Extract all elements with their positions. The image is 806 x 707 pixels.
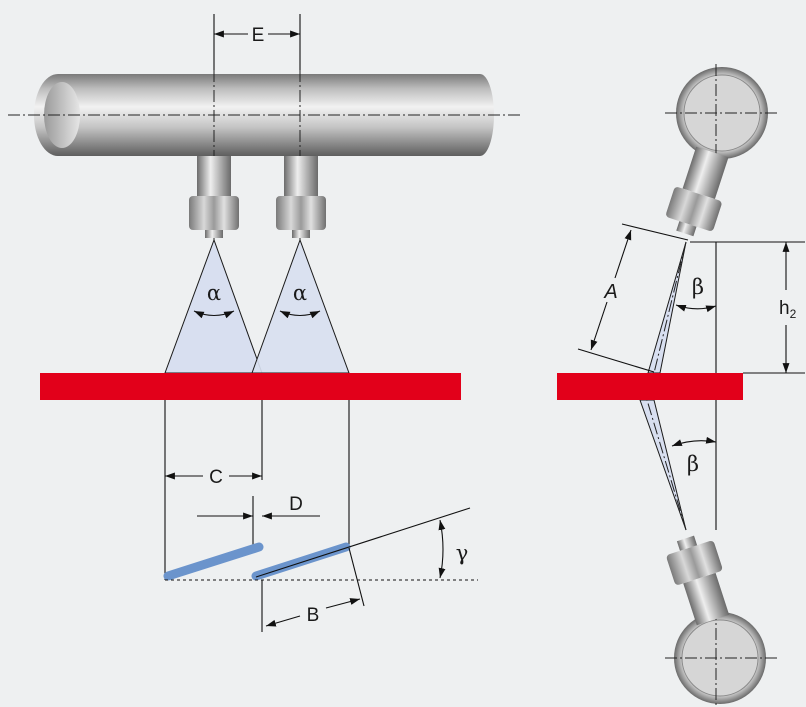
impact-line-1 [163,542,264,581]
b-extension-right [348,547,365,607]
gamma-inclined-line [255,507,471,578]
b-arrow-right [325,598,361,609]
beta-label-bottom: β [687,452,699,476]
dimension-h2-label: h2 [779,298,797,321]
bottom-nozzle [666,535,730,626]
bottom-spray-fan [639,399,687,531]
gamma-arc [438,519,446,579]
top-spray-fan [647,241,687,374]
top-nozzle [666,146,729,237]
a-arrow-bottom [590,301,608,351]
top-spray-axis [653,241,687,374]
dimension-c-label: C [209,467,223,488]
strip-right [557,373,743,400]
a-extension-top [621,223,689,241]
beta-arc-bottom [671,436,717,447]
alpha-label-1: α [207,281,221,305]
gamma-label: γ [456,541,469,565]
a-arrow-top [614,229,632,279]
alpha-label-2: α [293,281,307,305]
dimension-e-label: E [252,25,265,46]
bottom-spray-axis [646,399,687,531]
strip-left [40,373,461,400]
spray-cone-1 [164,238,263,374]
alpha-arc-2 [279,310,321,319]
nozzle-2 [276,156,326,238]
dimension-a-label: A [603,281,617,303]
alpha-arc-1 [193,310,235,319]
dimension-d-label: D [289,494,303,515]
beta-arc-top [675,304,717,313]
a-extension-bottom [577,348,655,373]
nozzle-1 [189,156,239,238]
impact-line-2 [251,542,351,581]
spray-cone-2 [251,238,350,374]
b-arrow-left [265,615,301,627]
beta-label-top: β [692,275,704,299]
dimension-b-label: B [307,605,320,626]
